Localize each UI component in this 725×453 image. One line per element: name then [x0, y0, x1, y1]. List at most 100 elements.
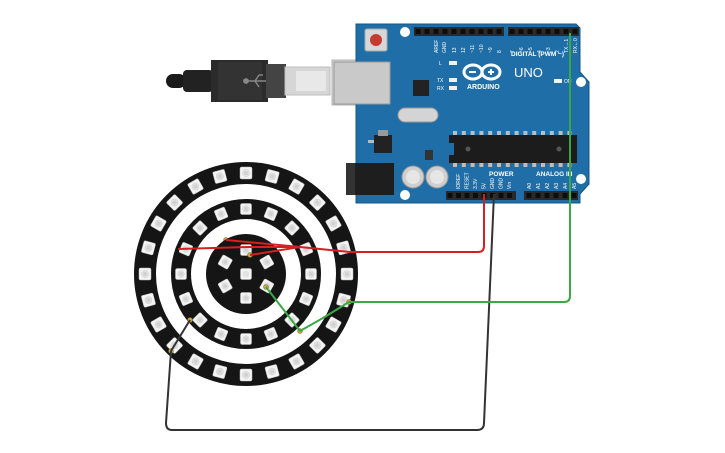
digital-pin-label: ~5: [528, 47, 534, 53]
led-pixel: [212, 364, 228, 379]
pin-hole[interactable]: [509, 29, 515, 34]
pin-hole[interactable]: [464, 193, 470, 198]
digital-pin-label: ~10: [479, 44, 485, 53]
pin-hole[interactable]: [498, 193, 504, 198]
led-pixel: [299, 291, 314, 306]
on-label: ON: [564, 79, 572, 85]
led-pixel: [192, 220, 208, 236]
pin-hole[interactable]: [545, 29, 551, 34]
data-wire-chain[interactable]: [265, 286, 301, 332]
pin-hole[interactable]: [563, 29, 569, 34]
digital-pin-label: ~6: [519, 47, 525, 53]
mounting-hole: [400, 190, 410, 200]
pin-hole[interactable]: [469, 29, 475, 34]
dc-power-jack[interactable]: [346, 163, 394, 195]
power-wire-branch[interactable]: [249, 246, 301, 256]
gnd-label: GND: [442, 42, 448, 54]
pin-hole[interactable]: [487, 29, 493, 34]
led-pixel: [239, 368, 253, 382]
pin-hole[interactable]: [451, 29, 457, 34]
pin-hole[interactable]: [424, 29, 430, 34]
pin-hole[interactable]: [554, 29, 560, 34]
status-leds: [449, 61, 562, 90]
pin-hole[interactable]: [544, 193, 550, 198]
led-pixel: [150, 316, 167, 333]
power-pin-label: GND: [498, 178, 504, 190]
digital-pin-label: TX→1: [564, 39, 570, 53]
analog-header-title: ANALOG IN: [536, 171, 573, 178]
pin-hole[interactable]: [518, 29, 524, 34]
pin-hole[interactable]: [490, 193, 495, 198]
model-label: UNO: [514, 65, 543, 80]
neopixel-rings[interactable]: [134, 162, 358, 386]
middle-ring[interactable]: [171, 199, 321, 349]
pin-hole[interactable]: [553, 193, 559, 198]
led-pixel: [264, 169, 280, 184]
outer-ring[interactable]: [134, 162, 358, 386]
led-pixel: [288, 353, 305, 370]
power-wire-branch[interactable]: [177, 246, 300, 250]
led-pixel: [166, 194, 183, 211]
led-pixel: [214, 327, 229, 342]
pin-hole[interactable]: [496, 29, 502, 34]
led-pixel: [284, 220, 300, 236]
power-wire-branch[interactable]: [225, 239, 301, 248]
pin-hole[interactable]: [415, 29, 421, 34]
pin-hole[interactable]: [527, 29, 533, 34]
digital-pin-holes[interactable]: [415, 29, 578, 34]
pin-hole[interactable]: [526, 193, 532, 198]
led-pixel: [263, 206, 278, 221]
pin-hole[interactable]: [572, 29, 578, 34]
pin-hole[interactable]: [460, 29, 466, 34]
pin-hole[interactable]: [562, 193, 568, 198]
pin-hole[interactable]: [536, 29, 542, 34]
data-wire-chain[interactable]: [299, 301, 350, 332]
power-pin-label: IOREF: [456, 174, 462, 189]
usb-icon: [243, 74, 268, 88]
pin-hole[interactable]: [473, 193, 478, 198]
led-pixel: [240, 203, 252, 215]
crystal-oscillator: [397, 107, 439, 123]
pin-hole[interactable]: [478, 29, 484, 34]
digital-pin-label: 2: [555, 50, 561, 53]
pin-hole[interactable]: [442, 29, 448, 34]
pin-hole[interactable]: [535, 193, 541, 198]
pin-hole[interactable]: [507, 193, 512, 198]
pin-hole[interactable]: [456, 193, 461, 198]
analog-pin-label: A2: [545, 183, 551, 189]
analog-pin-holes[interactable]: [526, 193, 577, 198]
digital-pin-label: 4: [537, 50, 543, 53]
digital-pin-label: ~9: [488, 47, 494, 53]
ground-wire-branch[interactable]: [170, 319, 191, 352]
data-wire[interactable]: [349, 33, 571, 303]
led-pixel: [138, 267, 152, 281]
analog-pin-label: A4: [563, 183, 569, 189]
led-pixel: [192, 312, 208, 328]
ground-wire[interactable]: [165, 193, 495, 431]
digital-header-right: [508, 27, 579, 36]
led-rx-label: RX: [437, 86, 445, 92]
pin-hole[interactable]: [433, 29, 439, 34]
usb-chip: [413, 80, 429, 96]
analog-pin-label: A1: [536, 183, 542, 189]
regulator: [374, 135, 392, 153]
led-pixel: [178, 291, 193, 306]
power-wire[interactable]: [299, 194, 485, 253]
analog-pin-label: A3: [554, 183, 560, 189]
pin-hole[interactable]: [571, 193, 577, 198]
led-pixel: [240, 292, 252, 304]
reset-button[interactable]: [364, 28, 388, 52]
digital-pin-label: ~11: [470, 45, 476, 53]
led-pixel: [259, 254, 274, 270]
aref-label: AREF: [434, 40, 440, 53]
pin-hole[interactable]: [447, 193, 453, 198]
led-pixel: [175, 268, 187, 280]
analog-header: [524, 191, 578, 200]
power-pin-label: 3.3V: [473, 178, 479, 189]
led-pixel: [187, 178, 204, 195]
led-pixel: [212, 169, 228, 184]
